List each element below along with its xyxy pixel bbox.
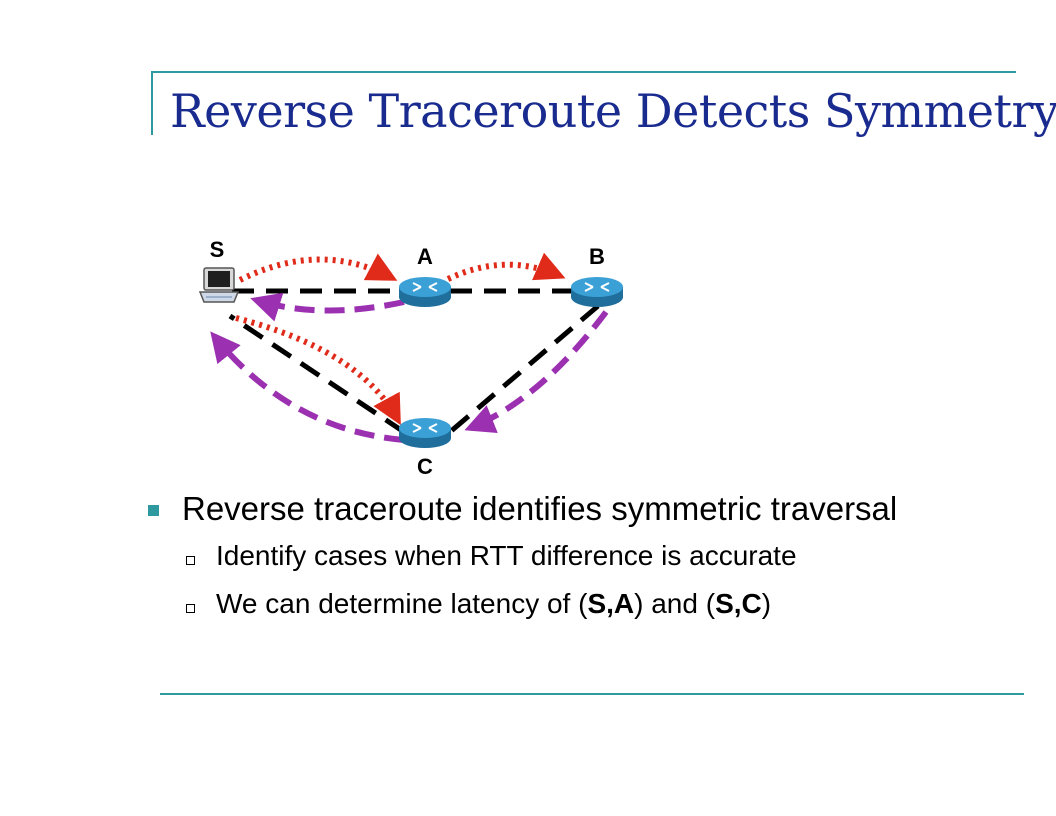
router-icon-b (571, 277, 623, 307)
title-rule-top (151, 71, 1016, 73)
forward-arrow-a-b (446, 252, 566, 282)
slide-title: Reverse Traceroute Detects Symmetry (170, 84, 1056, 138)
reverse-arrow-b-c (464, 310, 609, 434)
node-label-b: B (589, 244, 605, 269)
node-label-s: S (210, 237, 225, 262)
title-rule-left (151, 71, 153, 135)
link-b-c (448, 304, 600, 434)
reverse-paths (210, 292, 609, 443)
forward-arrow-s-a (238, 253, 398, 283)
node-label-c: C (417, 454, 433, 479)
router-icon-c (399, 418, 451, 448)
forward-paths (235, 252, 566, 426)
reverse-arrow-c-s (210, 331, 405, 443)
links (228, 288, 600, 435)
bottom-rule (160, 693, 1024, 695)
forward-arrow-s-c (235, 315, 401, 426)
reverse-arrow-a-s (250, 292, 405, 322)
laptop-icon (198, 267, 240, 303)
node-label-a: A (417, 244, 433, 269)
router-icon-a (399, 277, 451, 307)
